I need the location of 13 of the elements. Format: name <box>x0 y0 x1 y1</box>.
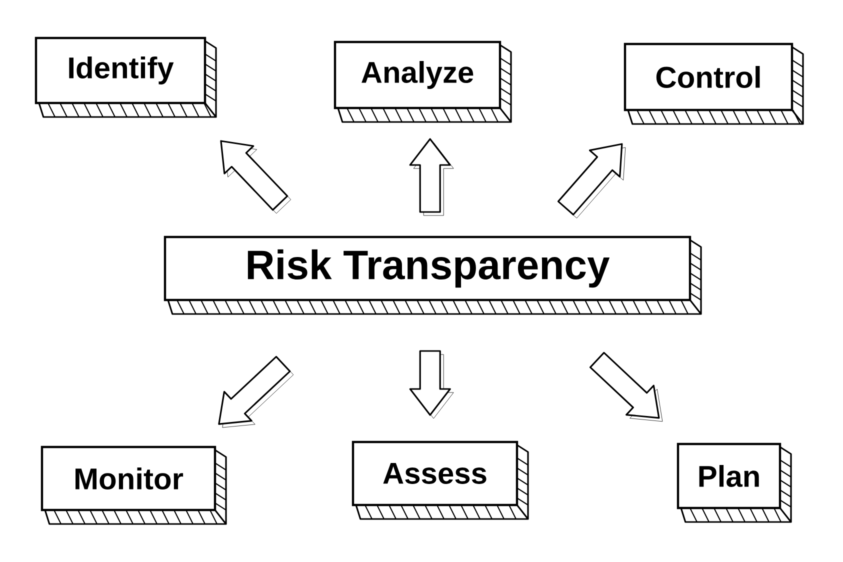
block-arrow <box>218 356 294 428</box>
step-box: Analyze <box>334 40 512 123</box>
block-arrow <box>589 352 663 422</box>
step-box: Monitor <box>40 446 227 525</box>
block-arrow <box>409 138 454 216</box>
block-arrow <box>409 350 454 419</box>
step-box: Assess <box>352 440 529 520</box>
step-box: Plan <box>676 442 792 523</box>
step-box: Risk Transparency <box>164 236 702 315</box>
step-box: Identify <box>34 36 217 118</box>
block-arrow <box>557 143 626 218</box>
block-arrow <box>220 140 292 214</box>
step-box: Control <box>624 42 804 125</box>
